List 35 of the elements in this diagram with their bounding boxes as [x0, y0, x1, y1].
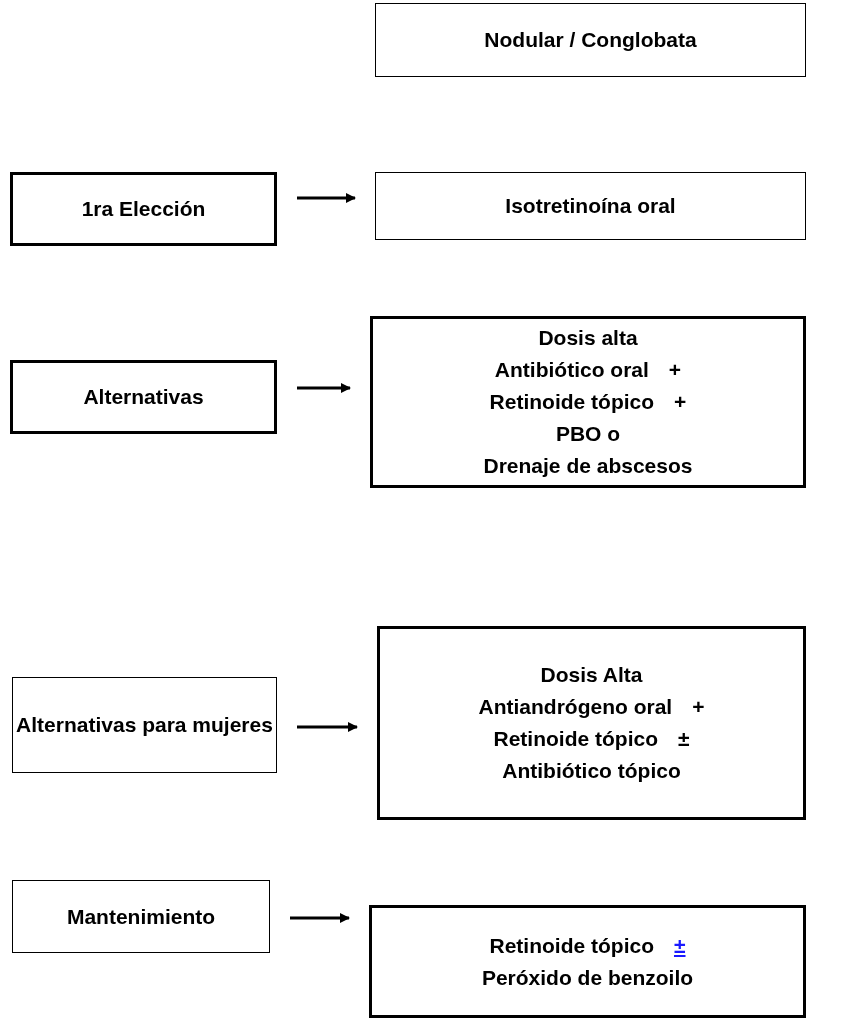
text-box — [10, 172, 277, 246]
text-box — [10, 360, 277, 434]
text-box — [12, 880, 270, 953]
text-box — [377, 626, 806, 820]
node-text: Nodular / Conglobata — [484, 27, 697, 53]
text-box — [375, 3, 806, 77]
node-text: Alternativas — [83, 384, 204, 410]
node-text: Isotretinoína oral — [505, 193, 676, 219]
node-text: PBO o — [555, 421, 621, 447]
node-text: Antiandrógeno oral — [478, 694, 673, 720]
node-text: Retinoide tópico — [489, 389, 655, 415]
text-box — [375, 172, 806, 240]
node-text: ± — [678, 726, 690, 752]
node-text: Antibiótico oral — [494, 357, 649, 383]
node-text: Retinoide tópico — [493, 726, 658, 752]
node-text: Dosis Alta — [540, 662, 643, 688]
node-text: Retinoide tópico — [489, 932, 654, 959]
node-text: + — [668, 357, 682, 383]
node-text: Peróxido de benzoilo — [481, 964, 694, 991]
text-box — [12, 677, 277, 773]
node-text: + — [692, 694, 705, 720]
arrow — [297, 193, 356, 203]
arrow — [290, 913, 350, 923]
node-text: Mantenimiento — [66, 903, 216, 930]
node-text: Antibiótico tópico — [502, 758, 681, 784]
node-text: Alternativas para mujeres — [16, 712, 273, 738]
text-box — [370, 316, 806, 488]
node-text: + — [674, 389, 687, 415]
node-text: 1ra Elección — [81, 196, 206, 222]
node-text: Dosis alta — [538, 325, 638, 351]
text-box — [369, 905, 806, 1018]
plus-minus-sign: ± — [674, 932, 686, 959]
arrow — [297, 383, 351, 393]
arrow — [297, 722, 358, 732]
node-text: Drenaje de abscesos — [483, 453, 693, 479]
